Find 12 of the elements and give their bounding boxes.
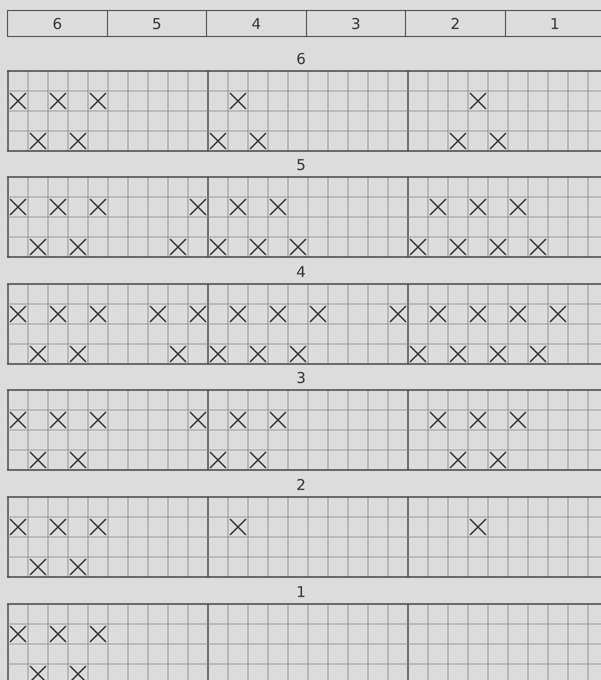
table-cell: 3 bbox=[306, 10, 406, 37]
table-cell: 5 bbox=[106, 10, 207, 37]
grid-number: 1 bbox=[296, 584, 306, 600]
table-cell: 2 bbox=[405, 10, 506, 37]
table-cell: 6 bbox=[7, 10, 108, 37]
grid-number: 5 bbox=[296, 157, 306, 173]
table-cell: 1 bbox=[504, 10, 601, 37]
grid-number: 6 bbox=[296, 51, 306, 67]
table-cell: 4 bbox=[206, 10, 306, 37]
grid-number: 4 bbox=[296, 264, 306, 280]
grid-number: 3 bbox=[296, 370, 306, 386]
grid-number: 2 bbox=[296, 477, 306, 493]
